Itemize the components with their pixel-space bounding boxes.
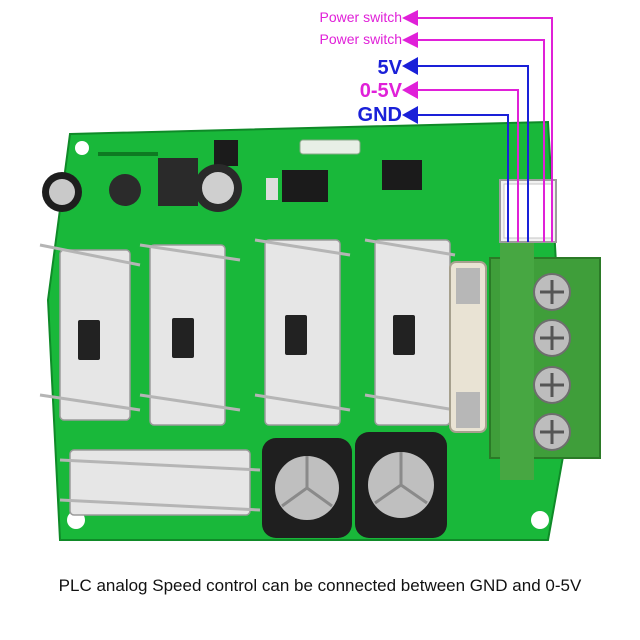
ground-label: GND [357, 104, 402, 126]
terminal-block [489, 240, 601, 480]
arrowheads [402, 10, 418, 124]
caption: PLC analog Speed control can be connecte… [58, 576, 582, 595]
fuse [449, 261, 487, 433]
signal-wires [410, 17, 553, 242]
small-capacitors [42, 164, 242, 212]
heatsink-fins [39, 238, 456, 512]
five-volt-label: 5V [377, 57, 402, 79]
power-switch-label-2: Power switch [319, 31, 402, 47]
large-capacitors [262, 432, 447, 538]
zero-five-volt-label: 0-5V [359, 80, 402, 102]
power-switch-label-1: Power switch [319, 9, 402, 25]
transistors [78, 315, 415, 360]
